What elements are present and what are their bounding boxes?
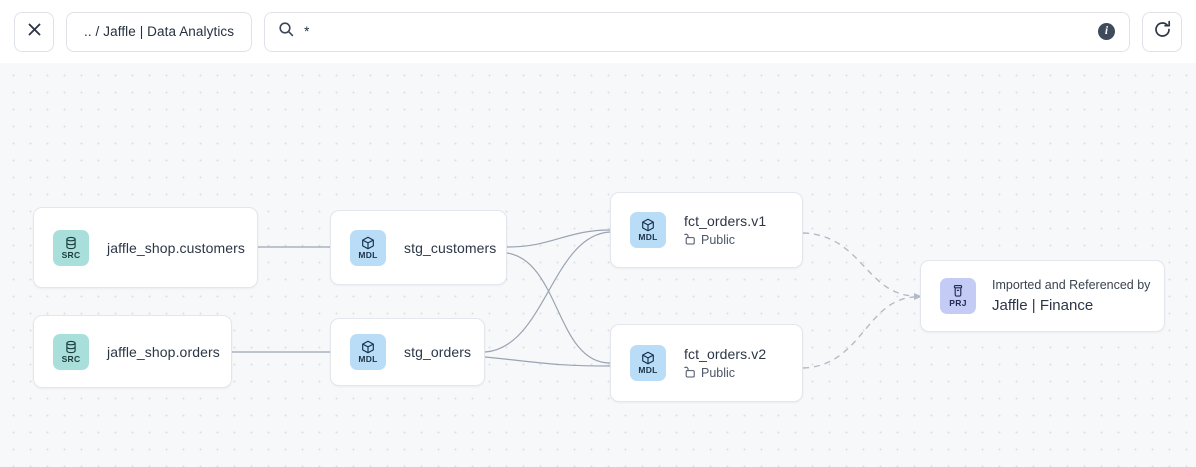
- unlock-icon: [684, 365, 695, 381]
- edge-stg-orders-to-v2: [484, 356, 611, 367]
- node-title: stg_customers: [404, 239, 497, 256]
- node-body: Imported and Referenced by Jaffle | Fina…: [992, 278, 1150, 314]
- badge-label: MDL: [358, 249, 378, 260]
- node-visibility: Public: [684, 365, 766, 381]
- edge-v2-to-project: [802, 296, 916, 369]
- badge-label: SRC: [61, 249, 81, 260]
- badge-label: MDL: [638, 365, 658, 375]
- cube-icon: [641, 351, 655, 365]
- info-icon[interactable]: i: [1098, 23, 1115, 40]
- edge-v1-to-project: [802, 232, 916, 297]
- node-stg-orders[interactable]: MDL stg_orders: [330, 318, 485, 386]
- badge-mdl: MDL: [350, 334, 386, 370]
- node-kicker: Imported and Referenced by: [992, 278, 1151, 292]
- badge-src: SRC: [53, 229, 89, 266]
- node-title: jaffle_shop.customers: [107, 239, 246, 256]
- visibility-label: Public: [701, 365, 736, 380]
- node-body: jaffle_shop.orders: [107, 344, 220, 360]
- node-title: Jaffle | Finance: [992, 297, 1094, 314]
- database-icon: [64, 236, 78, 250]
- node-jaffle-shop-orders[interactable]: SRC jaffle_shop.orders: [33, 315, 232, 388]
- archive-icon: [951, 284, 965, 298]
- badge-mdl: MDL: [350, 229, 386, 266]
- search-input[interactable]: [304, 12, 1088, 51]
- cube-icon: [641, 218, 655, 232]
- badge-label: MDL: [638, 232, 658, 242]
- refresh-button[interactable]: [1142, 11, 1182, 52]
- edge-stg-customers-to-v1: [506, 229, 611, 248]
- database-icon: [64, 340, 78, 354]
- cube-icon: [361, 236, 375, 250]
- unlock-icon: [684, 232, 695, 248]
- node-fct-orders-v2[interactable]: MDL fct_orders.v2 Public: [610, 324, 803, 402]
- search-bar[interactable]: i: [264, 11, 1130, 52]
- badge-label: SRC: [61, 353, 81, 364]
- node-title: fct_orders.v1: [684, 212, 767, 229]
- node-jaffle-finance-project[interactable]: PRJ Imported and Referenced by Jaffle | …: [920, 260, 1165, 332]
- close-button[interactable]: [14, 11, 54, 52]
- node-stg-customers[interactable]: MDL stg_customers: [330, 210, 507, 285]
- refresh-icon: [1153, 20, 1172, 44]
- node-visibility: Public: [684, 232, 766, 248]
- badge-prj: PRJ: [940, 278, 976, 314]
- node-body: fct_orders.v2 Public: [684, 346, 766, 381]
- node-title: fct_orders.v2: [684, 345, 767, 362]
- badge-mdl: MDL: [630, 212, 666, 248]
- node-body: stg_orders: [404, 344, 471, 360]
- node-title: jaffle_shop.orders: [107, 343, 220, 360]
- cube-icon: [361, 340, 375, 354]
- badge-mdl: MDL: [630, 345, 666, 381]
- search-icon: [278, 21, 294, 42]
- edge-stg-customers-to-v2: [506, 252, 611, 364]
- node-jaffle-shop-customers[interactable]: SRC jaffle_shop.customers: [33, 207, 258, 288]
- graph-canvas[interactable]: SRC jaffle_shop.customers MDL stg_custo: [0, 63, 1196, 467]
- visibility-label: Public: [701, 232, 736, 247]
- badge-label: MDL: [358, 354, 378, 364]
- badge-src: SRC: [53, 333, 89, 370]
- badge-label: PRJ: [949, 298, 967, 308]
- node-body: fct_orders.v1 Public: [684, 213, 766, 248]
- node-body: jaffle_shop.customers: [107, 240, 245, 256]
- node-fct-orders-v1[interactable]: MDL fct_orders.v1 Public: [610, 192, 803, 268]
- node-title: stg_orders: [404, 344, 472, 360]
- toolbar: .. / Jaffle | Data Analytics i: [0, 0, 1196, 63]
- breadcrumb[interactable]: .. / Jaffle | Data Analytics: [66, 11, 253, 52]
- close-icon: [27, 22, 42, 42]
- node-body: stg_customers: [404, 240, 496, 256]
